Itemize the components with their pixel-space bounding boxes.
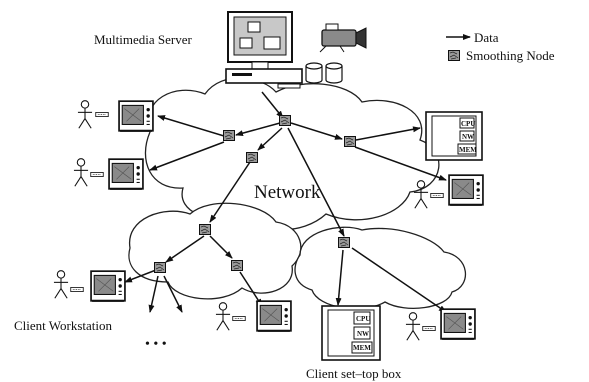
edge-sub1-to-tv [124, 269, 157, 283]
edge-server-to-hub [261, 91, 284, 119]
tv-monitor-icon [448, 174, 484, 206]
tv-monitor-icon [440, 308, 476, 340]
edge-sub1-to-out-1 [148, 275, 159, 313]
edge-hub-to-right-node [290, 122, 343, 140]
keyboard-icon [70, 287, 84, 292]
keyboard-icon [232, 316, 246, 321]
smoothing-node-icon [338, 237, 350, 248]
disk-icon [305, 62, 343, 84]
smoothing-node-icon [344, 136, 356, 147]
edge-hub-to-left-node [235, 122, 281, 137]
edge-hub-to-mid-node [257, 127, 283, 151]
edge-right-node-to-tv [354, 146, 447, 181]
server-label: Multimedia Server [94, 32, 193, 47]
client-workstation-label: Client Workstation [14, 318, 113, 333]
ellipsis-label: • • • [145, 337, 167, 352]
svg-text:NW: NW [357, 330, 369, 338]
person-icon [77, 100, 93, 129]
edge-left-node-to-tv-2 [149, 141, 225, 171]
keyboard-icon [422, 326, 436, 331]
edge-hub-to-settop-node [287, 127, 345, 237]
tv-monitor-icon [256, 300, 292, 332]
network-cloud-left [128, 202, 302, 300]
smoothing-node-icon [246, 152, 258, 163]
smoothing-node-icon [448, 50, 460, 61]
svg-text:MEM: MEM [459, 146, 477, 154]
svg-text:NW: NW [462, 133, 474, 141]
network-cloud-main [144, 77, 440, 231]
network-label: Network [254, 182, 321, 203]
tv-monitor-icon [108, 158, 144, 190]
computer-icon [225, 11, 303, 89]
legend: Data Smoothing Node [446, 30, 555, 63]
client-settop-label: Client set–top box [306, 366, 402, 381]
svg-text:MEM: MEM [353, 344, 371, 352]
keyboard-icon [90, 172, 104, 177]
svg-text:CPU: CPU [356, 315, 370, 323]
edge-settop-node-to-tv [351, 247, 447, 313]
video-camera-icon [319, 23, 367, 53]
person-icon [53, 270, 69, 299]
edge-mid-to-lower-node [209, 161, 251, 223]
person-icon [73, 158, 89, 187]
smoothing-node-icon [199, 224, 211, 235]
legend-data-label: Data [474, 30, 499, 45]
keyboard-icon [430, 193, 444, 198]
smoothing-node-icon [231, 260, 243, 271]
edge-settop-node-to-box [335, 249, 344, 306]
set-top-box-icon: CPU NW MEM [425, 111, 483, 161]
smoothing-node-icon [223, 130, 235, 141]
edge-lower-node-to-sub-2 [209, 235, 233, 259]
person-icon [405, 312, 421, 341]
edge-lower-node-to-sub-1 [165, 235, 205, 263]
smoothing-node-icon [154, 262, 166, 273]
set-top-box-icon: CPU NW MEM [321, 305, 381, 361]
person-icon [215, 302, 231, 331]
tv-monitor-icon [90, 270, 126, 302]
edge-right-node-to-box [355, 126, 421, 141]
keyboard-icon [95, 112, 109, 117]
tv-monitor-icon [118, 100, 154, 132]
svg-text:CPU: CPU [461, 120, 475, 128]
edge-sub1-to-out-2 [163, 275, 183, 313]
edge-left-node-to-tv-1 [157, 115, 225, 137]
smoothing-node-icon [279, 115, 291, 126]
legend-smoothing-node-label: Smoothing Node [466, 48, 555, 63]
